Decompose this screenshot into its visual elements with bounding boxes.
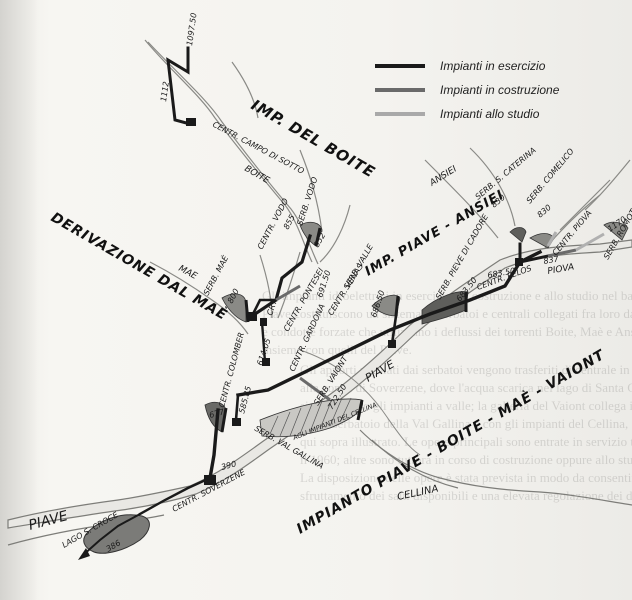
bleed-through-text: Gli impianti idroelettrici in esercizio,…: [262, 288, 632, 503]
serb-s-caterina-shape: [509, 227, 527, 243]
river-mae-line: [149, 261, 249, 335]
soverzene-outlet-line: [138, 476, 212, 516]
bleed-line: sfruttamento dei salti disponibili e una…: [300, 488, 632, 503]
plant-marker: [204, 475, 216, 485]
dam-bar: [394, 295, 400, 317]
study-lines: [546, 231, 605, 252]
plant-marker: [388, 340, 396, 348]
elevation-830b: 830: [536, 203, 553, 220]
elevation-837: 837: [543, 254, 560, 266]
dam-bar: [220, 407, 228, 433]
river-label-piova: PIOVA: [547, 262, 575, 277]
elevation-677: 677: [208, 407, 226, 420]
bleed-line: La disposizione delle opere è stata prev…: [300, 470, 632, 485]
dam-bar: [356, 399, 364, 421]
dam-bar: [244, 299, 250, 323]
elevation-390: 390: [220, 459, 237, 472]
river-cellina-line: [359, 429, 632, 506]
dam-bars: [220, 227, 468, 433]
penstock-soverzene-line: [208, 408, 220, 480]
operating-lines: [138, 46, 550, 516]
vaiont-hatching: [269, 397, 352, 437]
serb-vaiont-hatched: [259, 398, 363, 438]
hatch-line: [279, 411, 291, 437]
hatch-line: [309, 400, 323, 433]
hatch-line: [299, 403, 313, 435]
title-imp-piave-ansiei: IMP. PIAVE - ANSIEI: [363, 187, 508, 279]
tributary-line: [259, 254, 273, 319]
river-cellina-bank-line: [371, 439, 459, 489]
main-trunk-line: [236, 249, 543, 397]
tributary-line: [299, 149, 323, 233]
hatch-line: [319, 398, 333, 430]
river-label-piave-lower: PIAVE: [27, 508, 70, 534]
outlet-arrow-line: [81, 513, 141, 557]
vodo-pontesei-line: [249, 234, 312, 319]
bleed-line: alla conca di Soverzene, dove l'acqua sc…: [300, 380, 632, 395]
hatch-line: [289, 407, 302, 437]
plant-marker: [260, 318, 267, 326]
plant-marker: [515, 258, 523, 266]
study-line: [575, 232, 605, 252]
bleed-line: il 1960; altre sono tuttora in corso di …: [300, 452, 632, 467]
hatch-line: [329, 397, 343, 427]
bleed-line: Gli apporti regolati dai serbatoi vengon…: [300, 362, 632, 377]
colomber-line: [234, 393, 240, 422]
hatch-line: [269, 415, 279, 435]
tributary-line: [277, 251, 301, 319]
construction-lines: [275, 248, 577, 402]
valle-venas-line: [390, 314, 398, 346]
river-boite-bank-line: [147, 41, 319, 265]
elevation-1097: 1097.50: [185, 12, 199, 46]
tributary-line: [231, 61, 259, 119]
river-ansiei-line: [424, 159, 499, 239]
legend-operating-label: Impianti in esercizio: [440, 59, 546, 73]
river-boite-line: [144, 39, 313, 263]
hatch-line: [339, 397, 352, 423]
serb-romotolo-shape: [603, 221, 629, 241]
tributary-line: [469, 147, 516, 227]
tributary-line: [584, 159, 631, 211]
bleed-line: insieme con quelli del Piave.: [262, 342, 412, 357]
lago-s-croce-shape: [83, 514, 150, 554]
dam-bar: [314, 227, 322, 247]
bleed-line: qui sopra illustrato. Le opere principal…: [300, 434, 632, 449]
legend-construction-label: Impianti in costruzione: [440, 83, 560, 97]
pontesei-gardona-line: [260, 320, 267, 364]
bleed-line: e condotte forzate che utilizzano i defl…: [262, 324, 632, 339]
tributary-line: [319, 204, 351, 263]
crt-link-line: [250, 298, 278, 318]
campo-di-sotto-line: [166, 46, 192, 126]
plant-marker: [262, 358, 270, 366]
plant-markers: [186, 118, 523, 485]
construction-line: [275, 284, 301, 302]
bleed-line: si alimentano gli impianti a valle; la g…: [300, 398, 632, 413]
study-line: [546, 231, 558, 247]
bleed-line: con il serbatoio della Val Gallina e con…: [300, 416, 632, 431]
construction-line: [299, 376, 331, 402]
plant-marker: [232, 418, 241, 426]
legend-study-label: Impianti allo studio: [440, 107, 540, 121]
elevation-585: 585.85: [237, 385, 253, 414]
outlet-arrow-head-icon: [78, 548, 90, 560]
construction-line: [547, 248, 577, 258]
river-piave-band: [7, 239, 632, 529]
legend: Impianti in esercizio Impianti in costru…: [375, 59, 560, 121]
tributary-line: [559, 179, 611, 231]
plant-marker: [248, 312, 257, 321]
elevation-1112: 1112: [159, 81, 171, 102]
river-vaiont-line: [299, 349, 421, 456]
plant-marker: [186, 118, 196, 126]
page-gutter-shade: [0, 0, 38, 600]
label-serb-s-caterina: SERB. S. CATERINA: [474, 146, 538, 202]
label-serb-mae: SERB. MAÈ: [200, 252, 231, 297]
title-imp-boite: IMP. DEL BOITE: [248, 96, 378, 182]
title-derivazione-mae: DERIVAZIONE DAL MAÈ: [48, 209, 230, 324]
